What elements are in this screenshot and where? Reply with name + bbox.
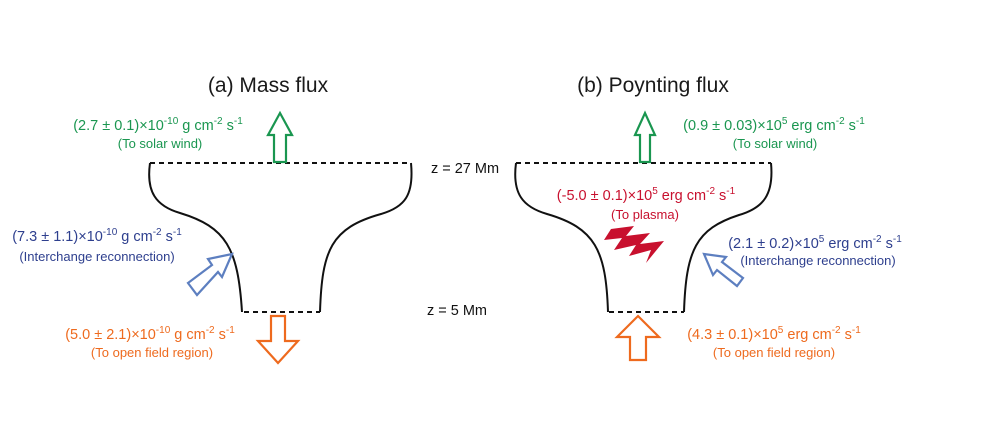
label-a-bottom-value: (5.0 ± 2.1)×10-10 g cm-2 s-1 bbox=[65, 325, 235, 343]
panel-b-left-wall bbox=[514, 162, 609, 313]
label-b-top-note: (To solar wind) bbox=[733, 136, 818, 151]
label-a-bottom-note: (To open field region) bbox=[91, 345, 213, 360]
panel-a-funnel bbox=[148, 162, 413, 313]
label-b-inside-value: (-5.0 ± 0.1)×105 erg cm-2 s-1 bbox=[557, 186, 736, 204]
lightning-bolt-icon bbox=[604, 226, 664, 263]
label-b-top-value: (0.9 ± 0.03)×105 erg cm-2 s-1 bbox=[683, 116, 865, 134]
arrow-interchange-a bbox=[186, 252, 234, 297]
label-a-side: (7.3 ± 1.1)×10-10 g cm-2 s-1 (Interchang… bbox=[12, 227, 182, 264]
panel-a-left-wall bbox=[148, 162, 243, 313]
label-a-side-value: (7.3 ± 1.1)×10-10 g cm-2 s-1 bbox=[12, 227, 182, 245]
panel-b-right-wall bbox=[683, 162, 773, 313]
height-bottom-label: z = 5 Mm bbox=[427, 303, 487, 319]
label-b-side-note: (Interchange reconnection) bbox=[740, 253, 895, 268]
arrow-up-open-field-b bbox=[614, 314, 662, 362]
label-b-bottom-note: (To open field region) bbox=[713, 345, 835, 360]
label-b-bottom-value: (4.3 ± 0.1)×105 erg cm-2 s-1 bbox=[687, 325, 861, 343]
label-a-top-note: (To solar wind) bbox=[118, 136, 203, 151]
label-b-bottom: (4.3 ± 0.1)×105 erg cm-2 s-1 (To open fi… bbox=[687, 325, 861, 360]
label-a-top: (2.7 ± 0.1)×10-10 g cm-2 s-1 (To solar w… bbox=[73, 116, 243, 151]
label-a-bottom: (5.0 ± 2.1)×10-10 g cm-2 s-1 (To open fi… bbox=[65, 325, 235, 360]
panel-a-title: (a) Mass flux bbox=[208, 74, 329, 97]
panel-a-right-wall bbox=[319, 162, 413, 313]
label-a-top-value: (2.7 ± 0.1)×10-10 g cm-2 s-1 bbox=[73, 116, 243, 134]
arrow-up-solar-wind-b bbox=[633, 110, 657, 164]
arrow-up-solar-wind-a bbox=[266, 110, 294, 164]
panel-b-title: (b) Poynting flux bbox=[577, 74, 729, 97]
arrow-interchange-b bbox=[702, 252, 745, 288]
label-b-side: (2.1 ± 0.2)×105 erg cm-2 s-1 (Interchang… bbox=[728, 234, 902, 268]
height-top-label: z = 27 Mm bbox=[431, 161, 499, 177]
arrow-down-open-field-a bbox=[255, 314, 301, 365]
label-b-side-value: (2.1 ± 0.2)×105 erg cm-2 s-1 bbox=[728, 234, 902, 252]
label-b-inside-note: (To plasma) bbox=[611, 207, 679, 222]
label-b-inside: (-5.0 ± 0.1)×105 erg cm-2 s-1 (To plasma… bbox=[557, 186, 736, 222]
label-b-top: (0.9 ± 0.03)×105 erg cm-2 s-1 (To solar … bbox=[683, 116, 865, 151]
label-a-side-note: (Interchange reconnection) bbox=[19, 249, 174, 264]
